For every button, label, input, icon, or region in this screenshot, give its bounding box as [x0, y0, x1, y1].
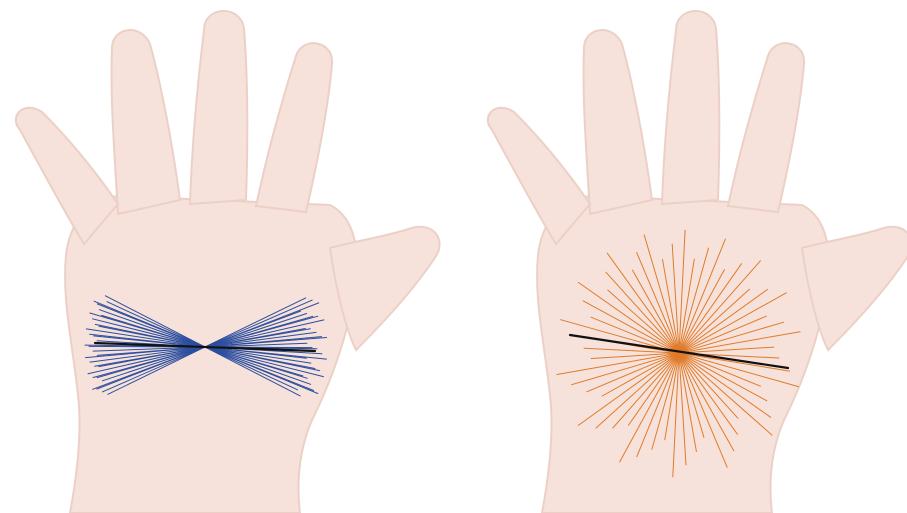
right-hand-image [488, 11, 907, 513]
left-hand-image [16, 11, 440, 513]
